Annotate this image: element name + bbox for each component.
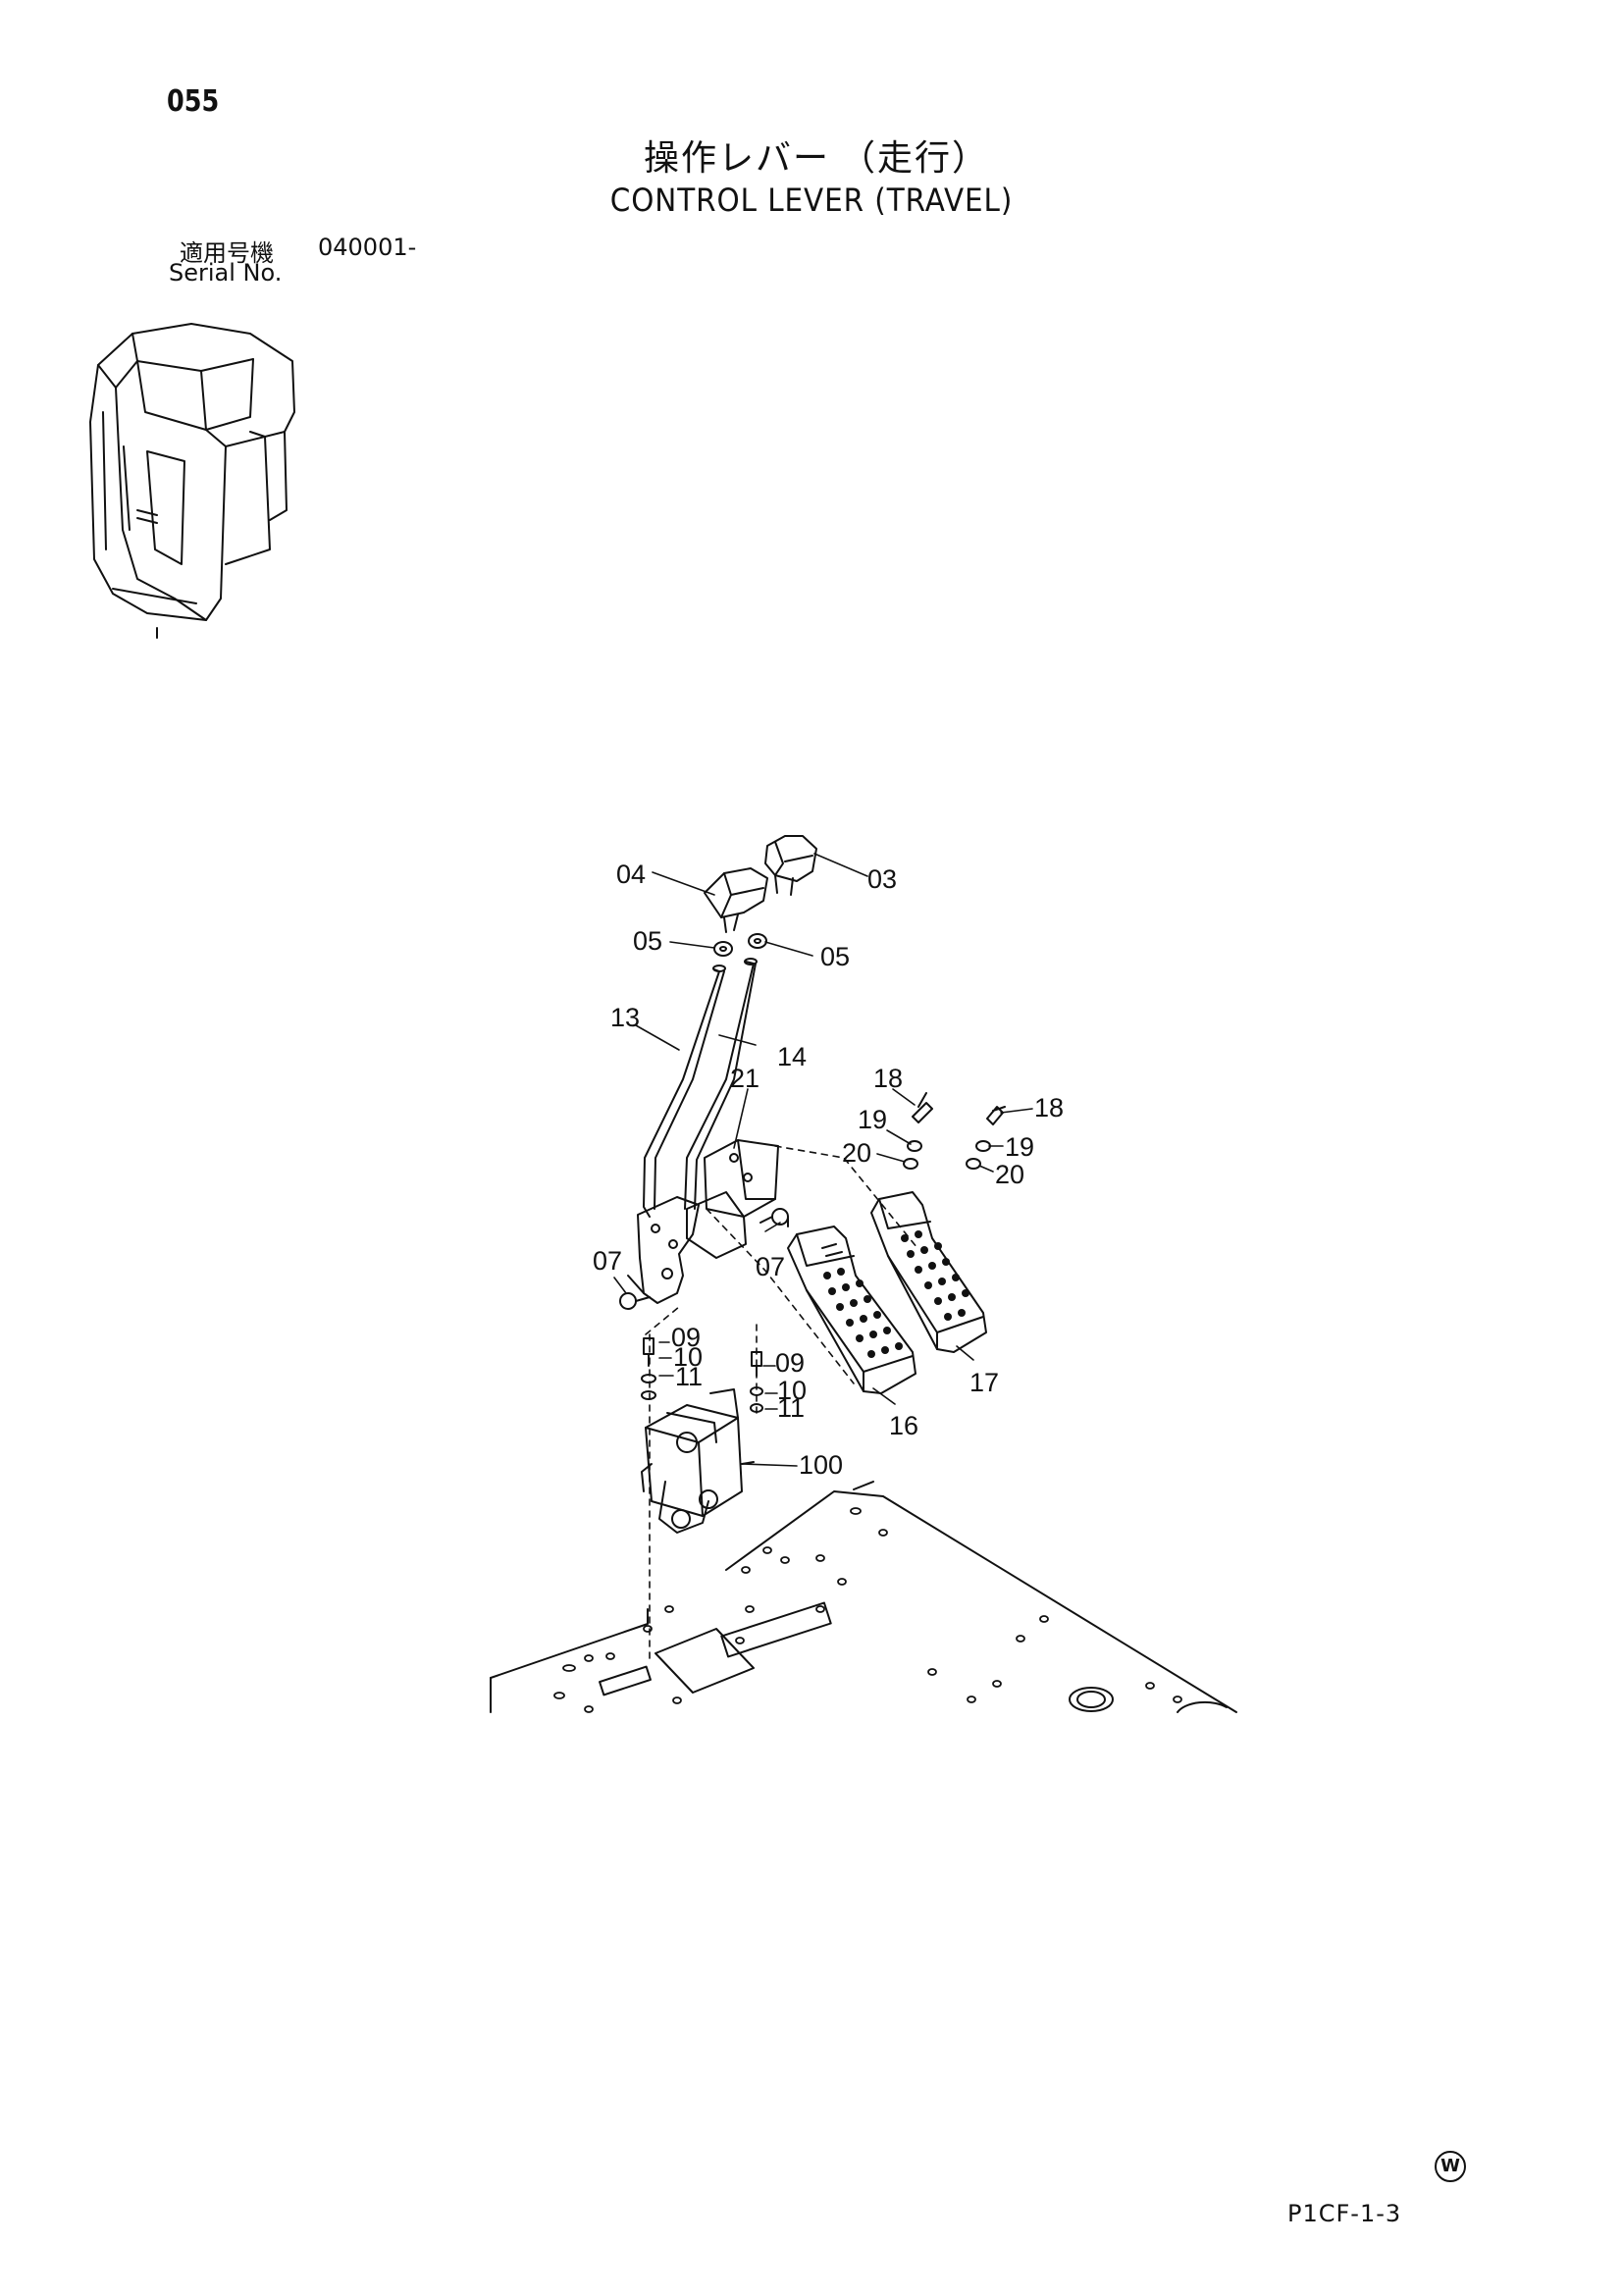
callout-20a: 20: [842, 1138, 871, 1168]
callout-18b: 18: [1034, 1093, 1064, 1122]
knob-04: [704, 867, 768, 933]
serial-value: 040001-: [318, 234, 417, 261]
cab-thumbnail: [89, 323, 295, 639]
callout-05a: 05: [633, 926, 662, 956]
callout-07a: 07: [593, 1246, 622, 1276]
callout-10b: 10: [777, 1376, 807, 1405]
callout-16: 16: [889, 1411, 918, 1440]
callout-11a: 11: [675, 1362, 703, 1391]
page-code: P1CF-1-3: [1287, 2200, 1402, 2227]
title-japanese-main: 操作レバー: [643, 138, 830, 179]
pedal-fasteners: [903, 1092, 1006, 1170]
lever-rods: [643, 958, 758, 1218]
pedal-17: [870, 1191, 987, 1353]
callout-19b: 19: [1005, 1132, 1034, 1162]
knob-03: [764, 835, 817, 896]
page-number: 055: [167, 84, 220, 119]
washer-05b: [748, 933, 767, 949]
floor-plate: [490, 1481, 1237, 1713]
lever-base-plate: [627, 1196, 700, 1304]
callout-21: 21: [730, 1064, 759, 1093]
manufacturer-mark: W: [1435, 2151, 1466, 2182]
pedal-16: [787, 1226, 916, 1394]
callout-17: 17: [969, 1368, 999, 1397]
fasteners-left: [641, 1337, 656, 1400]
callout-03: 03: [867, 864, 897, 894]
bracket-21: [686, 1139, 779, 1259]
title-japanese: 操作レバー（走行）: [0, 130, 1623, 181]
callout-11b: 11: [777, 1393, 805, 1423]
bolt-07a: [619, 1292, 651, 1310]
callout-04: 04: [616, 860, 646, 889]
title-english: CONTROL LEVER (TRAVEL): [609, 182, 1014, 219]
callout-18a: 18: [873, 1064, 903, 1093]
assembly-lines: [645, 1145, 918, 1659]
callout-labels: 04 03 05 05 13 14 21 18 18 19 19 20 20 0…: [593, 860, 1064, 1480]
leader-lines: [613, 853, 1033, 1467]
serial-label-english: Serial No.: [169, 259, 283, 287]
serial-label-japanese: 適用号機: [180, 239, 274, 267]
pilot-valve-100: [641, 1388, 755, 1534]
callout-14: 14: [777, 1042, 807, 1071]
callout-10a: 10: [673, 1342, 703, 1372]
callout-100: 100: [799, 1450, 843, 1480]
callout-07b: 07: [756, 1252, 785, 1281]
washer-05a: [713, 941, 733, 957]
callout-20b: 20: [995, 1160, 1024, 1189]
callout-09b: 09: [775, 1348, 805, 1378]
title-japanese-paren: （走行）: [840, 138, 990, 179]
bolt-07b: [759, 1208, 789, 1227]
callout-09a: 09: [671, 1323, 701, 1352]
callout-05b: 05: [820, 942, 850, 971]
callout-19a: 19: [858, 1105, 887, 1134]
callout-13: 13: [610, 1003, 640, 1032]
